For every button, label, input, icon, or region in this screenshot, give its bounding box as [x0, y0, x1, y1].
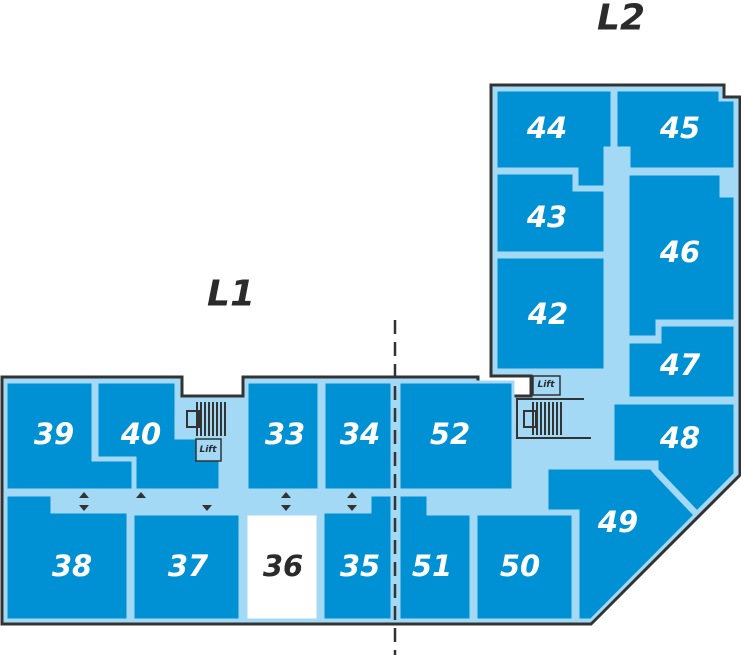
room-52[interactable]: [397, 380, 515, 492]
entrance-arrows: [79, 492, 357, 511]
arrow-down-icon: [79, 505, 89, 511]
room-39[interactable]: [4, 380, 135, 492]
lift-icon: Lift: [195, 438, 222, 462]
room-46[interactable]: [626, 172, 737, 339]
room-44[interactable]: [494, 88, 614, 189]
room-47[interactable]: [626, 323, 737, 400]
room-45[interactable]: [614, 88, 737, 171]
arrow-down-icon: [202, 505, 212, 511]
arrow-up-icon: [136, 492, 146, 498]
room-49[interactable]: [545, 466, 698, 622]
stairs-icon: [186, 402, 226, 436]
room-42[interactable]: [494, 255, 607, 372]
room-33[interactable]: [245, 380, 321, 492]
lift-icon: Lift: [532, 375, 561, 396]
level-label-l1: L1: [207, 274, 255, 315]
room-51[interactable]: [397, 493, 473, 622]
arrow-down-icon: [281, 505, 291, 511]
arrow-up-icon: [79, 492, 89, 498]
arrow-up-icon: [347, 492, 357, 498]
lift-label: Lift: [537, 380, 555, 390]
level-label-l2: L2: [597, 0, 645, 39]
room-35[interactable]: [321, 493, 394, 622]
room-50[interactable]: [474, 512, 575, 622]
room-40[interactable]: [95, 380, 222, 492]
room-37[interactable]: [131, 512, 242, 622]
room-43[interactable]: [494, 171, 607, 255]
room-36[interactable]: [244, 512, 320, 622]
stairs-icon: [516, 398, 591, 439]
arrow-up-icon: [281, 492, 291, 498]
room-48[interactable]: [611, 401, 737, 515]
lift-label: Lift: [199, 445, 217, 455]
room-38[interactable]: [4, 493, 130, 622]
room-34[interactable]: [322, 380, 394, 492]
arrow-down-icon: [347, 505, 357, 511]
